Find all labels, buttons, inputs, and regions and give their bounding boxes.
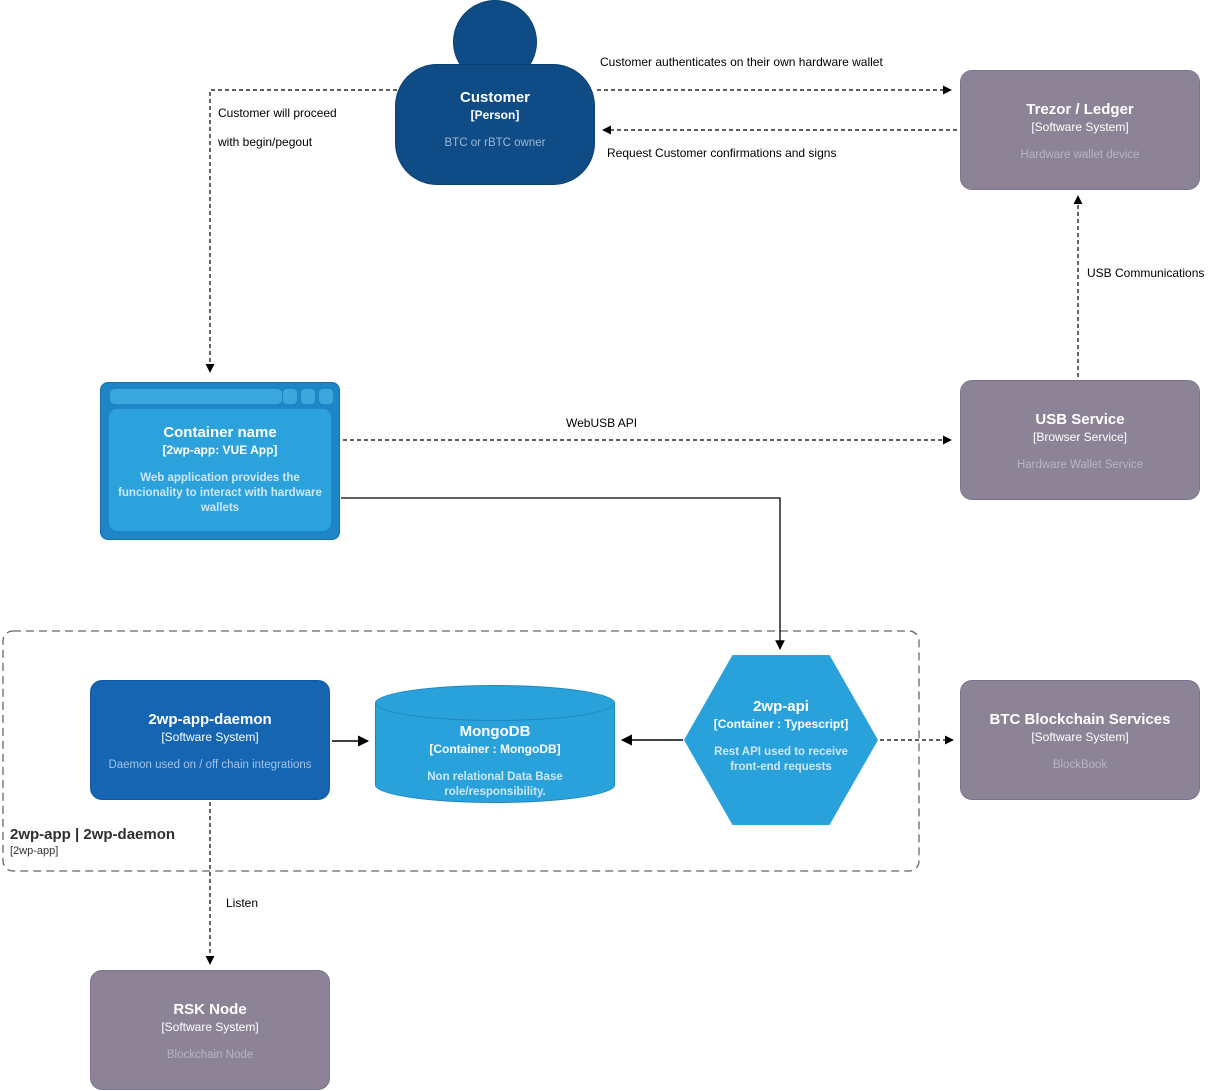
node-customer: Customer [Person] BTC or rBTC owner bbox=[395, 64, 595, 185]
node-desc: BlockBook bbox=[1052, 759, 1108, 771]
node-type: [Software System] bbox=[161, 730, 259, 744]
group-boundary-label: 2wp-app | 2wp-daemon [2wp-app] bbox=[10, 826, 175, 858]
group-boundary-2wp-app bbox=[2, 630, 920, 872]
node-title: USB Service bbox=[1035, 411, 1125, 428]
node-type: [Software System] bbox=[1031, 730, 1129, 744]
node-title: BTC Blockchain Services bbox=[989, 711, 1171, 728]
node-title: 2wp-app-daemon bbox=[148, 711, 272, 728]
group-subtitle: [2wp-app] bbox=[10, 845, 59, 857]
cylinder-text: MongoDB [Container : MongoDB] Non relati… bbox=[375, 723, 615, 800]
node-type: [Software System] bbox=[161, 1020, 259, 1034]
browser-address-bar bbox=[110, 389, 282, 404]
group-title: 2wp-app | 2wp-daemon bbox=[10, 826, 176, 843]
node-desc: Rest API used to receive front-end reque… bbox=[714, 746, 848, 773]
node-usb-service: USB Service [Browser Service] Hardware W… bbox=[960, 380, 1200, 500]
node-type: [Browser Service] bbox=[1032, 430, 1128, 444]
node-title: Trezor / Ledger bbox=[1026, 101, 1134, 118]
node-type: [Person] bbox=[470, 108, 520, 122]
node-desc: BTC or rBTC owner bbox=[444, 137, 546, 149]
edge-label-listen: Listen bbox=[226, 896, 259, 910]
node-desc: Hardware wallet device bbox=[1020, 149, 1140, 161]
cylinder-top bbox=[375, 685, 615, 721]
node-title: RSK Node bbox=[173, 1001, 247, 1018]
edge-label-proceed-line2: with begin/pegout bbox=[218, 135, 313, 149]
edge-label-usb-communications: USB Communications bbox=[1087, 266, 1205, 280]
node-type: [Software System] bbox=[1031, 120, 1129, 134]
node-desc: Web application provides the funcionalit… bbox=[118, 472, 322, 514]
edge-label-request-sign: Request Customer confirmations and signs bbox=[607, 146, 837, 160]
node-btc-blockchain-services: BTC Blockchain Services [Software System… bbox=[960, 680, 1200, 800]
node-trezor-ledger: Trezor / Ledger [Software System] Hardwa… bbox=[960, 70, 1200, 190]
browser-content: Container name [2wp-app: VUE App] Web ap… bbox=[109, 409, 331, 531]
node-title: Customer bbox=[459, 89, 530, 106]
browser-button-icon bbox=[301, 389, 315, 404]
node-title: Container name bbox=[163, 424, 277, 441]
node-desc: Blockchain Node bbox=[166, 1049, 254, 1061]
node-type: [Container : Typescript] bbox=[713, 717, 849, 731]
node-type: [Container : MongoDB] bbox=[429, 742, 561, 756]
edge-label-authenticate: Customer authenticates on their own hard… bbox=[600, 55, 883, 69]
browser-titlebar bbox=[101, 383, 339, 409]
node-container-name: Container name [2wp-app: VUE App] Web ap… bbox=[100, 382, 340, 540]
browser-button-icon bbox=[319, 389, 333, 404]
node-type: [2wp-app: VUE App] bbox=[162, 443, 278, 457]
node-title: 2wp-api bbox=[753, 698, 809, 715]
node-rsk-node: RSK Node [Software System] Blockchain No… bbox=[90, 970, 330, 1090]
node-desc: Non relational Data Base role/responsibi… bbox=[427, 771, 563, 798]
edge-customer-container bbox=[205, 89, 397, 373]
node-desc: Daemon used on / off chain integrations bbox=[108, 759, 312, 771]
node-title: MongoDB bbox=[459, 723, 531, 740]
node-2wp-app-daemon: 2wp-app-daemon [Software System] Daemon … bbox=[90, 680, 330, 800]
node-desc: Hardware Wallet Service bbox=[1016, 459, 1144, 471]
edge-label-webusb-api: WebUSB API bbox=[566, 416, 638, 430]
edge-label-proceed-line1: Customer will proceed bbox=[218, 106, 337, 120]
node-mongodb: MongoDB [Container : MongoDB] Non relati… bbox=[375, 685, 615, 803]
browser-button-icon bbox=[283, 389, 297, 404]
edge-container-api bbox=[341, 497, 785, 650]
